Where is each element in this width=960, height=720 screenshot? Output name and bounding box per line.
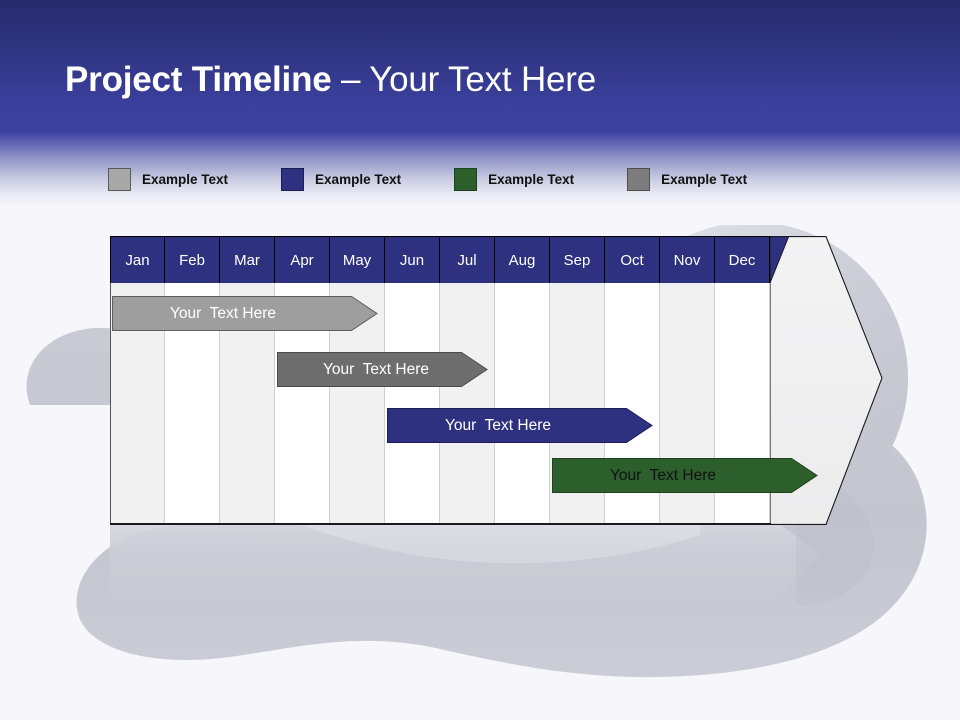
timeline-bar-1[interactable]: Your Text Here	[112, 296, 378, 331]
legend-item-label: Example Text	[661, 172, 748, 187]
title-band-fade	[0, 132, 960, 208]
month-header-oct[interactable]: Oct	[605, 237, 660, 284]
timeline-bar-shape	[387, 408, 653, 443]
legend-swatch-icon	[108, 168, 131, 191]
bar-pentagon	[112, 296, 378, 331]
month-header-nov[interactable]: Nov	[660, 237, 715, 284]
bar-pentagon	[277, 352, 488, 387]
month-header-jun[interactable]: Jun	[385, 237, 440, 284]
timeline-bar-3[interactable]: Your Text Here	[387, 408, 653, 443]
month-header-apr[interactable]: Apr	[275, 237, 330, 284]
timeline-bar-label: Your Text Here	[445, 416, 551, 434]
legend-item-label: Example Text	[142, 172, 229, 187]
legend-item-2[interactable]: Example Text	[281, 168, 401, 191]
month-header-may[interactable]: May	[330, 237, 385, 284]
chart-bottom-rule	[110, 523, 771, 525]
month-header-jan[interactable]: Jan	[110, 237, 165, 284]
timeline-bar-4[interactable]: Your Text Here	[552, 458, 818, 493]
month-header-jul[interactable]: Jul	[440, 237, 495, 284]
timeline-bar-label: Your Text Here	[170, 304, 276, 322]
month-header-sep[interactable]: Sep	[550, 237, 605, 284]
page-title-bold: Project Timeline	[65, 60, 332, 99]
month-header-aug[interactable]: Aug	[495, 237, 550, 284]
legend-item-1[interactable]: Example Text	[108, 168, 228, 191]
bar-pentagon	[387, 408, 653, 443]
legend-item-label: Example Text	[315, 172, 402, 187]
legend-swatch-icon	[454, 168, 478, 191]
legend-item-label: Example Text	[488, 172, 575, 187]
arrow-head-navy-cap	[769, 236, 790, 284]
month-header-dec[interactable]: Dec	[715, 237, 770, 284]
timeline-bar-shape	[552, 458, 818, 493]
title-band	[0, 0, 960, 132]
month-header-mar[interactable]: Mar	[220, 237, 275, 284]
month-column-aug	[495, 283, 550, 523]
timeline-bar-label: Your Text Here	[610, 466, 716, 484]
month-header-feb[interactable]: Feb	[165, 237, 220, 284]
legend: Example Text Example Text Example Text Exam…	[108, 168, 800, 191]
blob-highlight-sweep	[300, 525, 700, 564]
month-column-jul	[440, 283, 495, 523]
chart-reflection	[110, 518, 820, 603]
timeline-bar-shape	[112, 296, 378, 331]
timeline-bar-shape	[277, 352, 488, 387]
bar-pentagon	[552, 458, 818, 493]
legend-swatch-icon	[627, 168, 651, 191]
legend-item-3[interactable]: Example Text	[454, 168, 574, 191]
timeline-bar-label: Your Text Here	[323, 360, 429, 378]
timeline-bar-2[interactable]: Your Text Here	[277, 352, 488, 387]
month-column-jun	[385, 283, 440, 523]
legend-item-4[interactable]: Example Text	[627, 168, 747, 191]
page-title: Project Timeline – Your Text Here	[65, 58, 596, 102]
page-title-light: Your Text Here	[369, 60, 597, 99]
legend-swatch-icon	[281, 168, 305, 191]
page-title-separator: –	[331, 60, 370, 99]
